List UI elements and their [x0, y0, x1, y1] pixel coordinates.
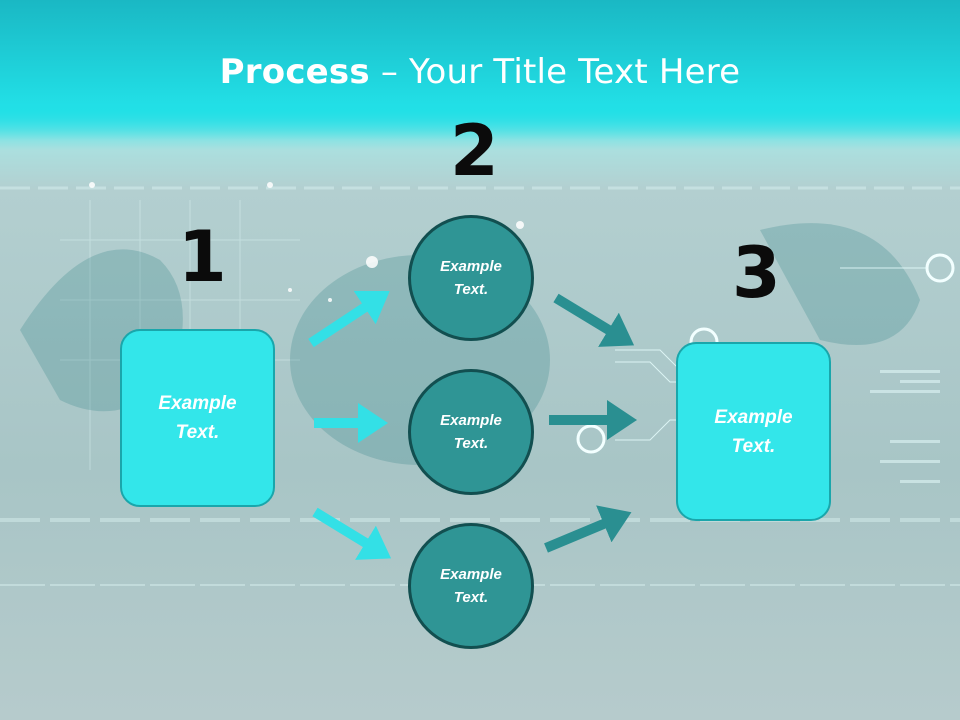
circle-bottom-line1: Example — [440, 566, 502, 583]
arrow-1-to-2-top — [308, 290, 390, 348]
step-3-line1: Example — [714, 406, 793, 428]
step-1-line1: Example — [158, 393, 237, 414]
step-number-2: 2 — [450, 110, 499, 192]
circle-middle-line1: Example — [440, 412, 502, 429]
title-separator: – — [369, 52, 410, 92]
circle-bottom-line2: Text. — [453, 589, 489, 606]
title-bold: Process — [219, 52, 370, 92]
step-1-line2: Text. — [175, 422, 220, 443]
title-band — [0, 0, 960, 150]
slide-title: Process – Your Title Text Here — [0, 52, 960, 92]
arrow-2-to-3-bottom — [544, 505, 632, 553]
step-number-3: 3 — [732, 232, 781, 314]
circle-middle-line2: Text. — [453, 435, 489, 452]
arrow-2-to-3-top — [553, 293, 635, 347]
title-rest: Your Title Text Here — [409, 52, 741, 92]
step-number-1: 1 — [178, 216, 227, 298]
step-3-line2: Text. — [731, 435, 776, 457]
arrow-1-to-2-bottom — [312, 507, 392, 560]
circle-top-line2: Text. — [453, 281, 489, 298]
circle-top-line1: Example — [440, 258, 502, 275]
